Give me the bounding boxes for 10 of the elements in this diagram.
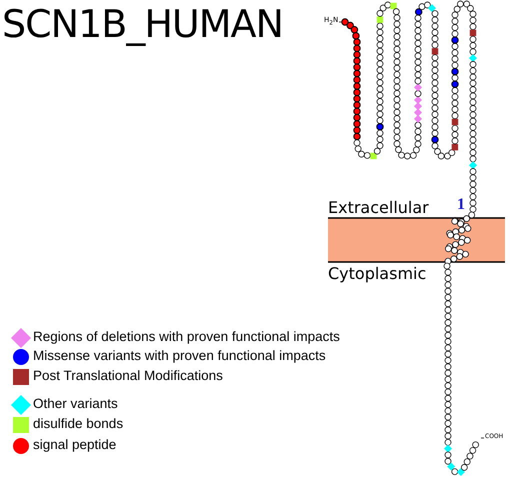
- region-label: Extracellular: [328, 198, 429, 217]
- legend-label: disulfide bonds: [33, 416, 124, 431]
- region-label: Cytoplasmic: [328, 264, 426, 283]
- legend-label: Missense variants with proven functional impacts: [33, 348, 326, 363]
- legend-label: Other variants: [33, 396, 118, 411]
- legend-label: Regions of deletions with proven functional impacts: [33, 329, 340, 344]
- legend-label: signal peptide: [33, 437, 116, 452]
- position-number: 1: [457, 196, 465, 214]
- legend-label: Post Translational Modifications: [33, 368, 223, 383]
- title: SCN1B_HUMAN: [2, 2, 283, 46]
